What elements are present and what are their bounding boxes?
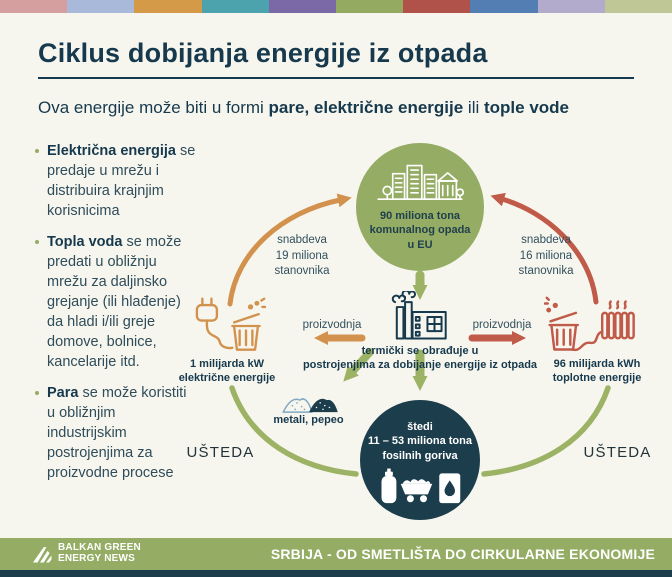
footer-bar	[0, 538, 672, 570]
list-item-electricity: Električna energija se predaje u mrežu i…	[35, 141, 197, 221]
title-underline	[38, 77, 634, 79]
footer-tagline: SRBIJA - OD SMETLIŠTA DO CIRKULARNE EKON…	[270, 546, 655, 562]
top-stripe-bar	[0, 0, 672, 13]
logo-text: BALKAN GREEN ENERGY NEWS	[58, 542, 141, 565]
waste-amount: 90 miliona tona	[379, 210, 461, 222]
heat-type: toplotne energije	[552, 372, 642, 385]
supply-right-line1: snabdeva	[521, 234, 571, 246]
trashcan-radiator-icon	[544, 296, 635, 352]
supply-left-line1: snabdeva	[277, 234, 327, 246]
list-item-text: se može predati u obližnju mrežu za dalj…	[47, 234, 182, 370]
heat-caption: 96 milijarda kWh toplotne energije	[528, 357, 666, 386]
bullet-dot	[35, 149, 39, 153]
list-item-term: Para	[47, 385, 79, 401]
metals-caption: metali, pepeo	[273, 414, 344, 426]
subtitle-bold-hot-water: tople vode	[483, 98, 569, 117]
supply-right-line3: stanovnika	[518, 265, 574, 278]
waste-plant-icon	[391, 291, 447, 340]
savings-right-label: UŠTEDA	[583, 444, 652, 461]
savings-verb: štedi	[407, 421, 433, 433]
electricity-type: električne energije	[178, 372, 276, 385]
subtitle: Ova energije može biti u formi pare, ele…	[38, 98, 648, 118]
balkan-green-energy-news-logo: BALKAN GREEN ENERGY NEWS	[33, 542, 141, 565]
stripe-segment	[268, 0, 337, 13]
supply-left-line2: 19 miliona	[275, 249, 329, 262]
factory-caption-line1: termički se obrađuje u	[361, 345, 479, 357]
logo-line2: ENERGY NEWS	[58, 552, 136, 564]
factory-caption: termički se obrađuje u postrojenjima za …	[270, 344, 570, 373]
bullet-dot	[35, 391, 39, 395]
fossil-savings-label: štedi 11 – 53 miliona tona fosilnih gori…	[360, 420, 480, 463]
list-item-steam: Para se može koristiti u obližnjim indus…	[35, 383, 197, 483]
supply-left-label: snabdeva 19 miliona stanovnika	[268, 233, 336, 280]
metals-ash-piles-icon	[282, 398, 338, 413]
waste-type: komunalnog opada	[369, 224, 471, 237]
page-title: Ciklus dobijanja energije iz otpada	[38, 38, 488, 68]
bgen-logo-icon	[33, 546, 52, 563]
list-item-term: Električna energija	[47, 143, 176, 159]
savings-left-label: UŠTEDA	[186, 444, 255, 461]
stripe-segment	[336, 0, 404, 13]
factory-caption-line2: postrojenjima za dobijanje energije iz o…	[302, 359, 538, 372]
stripe-segment	[604, 0, 672, 13]
waste-region: u EU	[407, 238, 433, 251]
stripe-segment	[470, 0, 538, 13]
heat-amount: 96 milijarda kWh	[553, 358, 641, 370]
subtitle-mid: ili	[463, 98, 484, 117]
list-item-text: se predaje u mrežu i distribuira krajnji…	[47, 143, 196, 219]
municipal-waste-circle: 90 miliona tona komunalnog opada u EU	[356, 143, 484, 271]
supply-right-label: snabdeva 16 miliona stanovnika	[512, 233, 580, 280]
subtitle-lead: Ova energije može biti u formi	[38, 98, 269, 117]
logo-line1: BALKAN GREEN	[58, 542, 141, 553]
stripe-segment	[0, 0, 68, 13]
arc-savings-right	[481, 385, 611, 477]
municipal-waste-label: 90 miliona tona komunalnog opada u EU	[356, 209, 484, 252]
stripe-segment	[537, 0, 605, 13]
stripe-segment	[134, 0, 202, 13]
footer-bottom-strip	[0, 570, 672, 577]
supply-left-line3: stanovnika	[274, 265, 330, 278]
electricity-caption: 1 milijarda kW električne energije	[158, 357, 296, 386]
list-item-text: se može koristiti u obližnjim industrijs…	[47, 385, 187, 481]
savings-type: fosilnih goriva	[382, 449, 458, 462]
city-buildings-icon	[377, 164, 464, 200]
supply-right-line2: 16 miliona	[519, 249, 573, 262]
electricity-amount: 1 milijarda kW	[190, 358, 264, 370]
stripe-segment	[403, 0, 471, 13]
bullet-dot	[35, 240, 39, 244]
subtitle-bold-steam-electricity: pare, električne energije	[268, 98, 464, 117]
production-left-label: proizvodnja	[302, 319, 362, 331]
fossil-fuels-icon	[381, 468, 461, 504]
fossil-savings-circle: štedi 11 – 53 miliona tona fosilnih gori…	[360, 400, 480, 520]
sidebar-list: Električna energija se predaje u mrežu i…	[35, 141, 197, 494]
stripe-segment	[67, 0, 135, 13]
production-right-label: proizvodnja	[472, 319, 532, 331]
savings-amount: 11 – 53 miliona tona	[368, 435, 472, 448]
stripe-segment	[201, 0, 269, 13]
list-item-term: Topla voda	[47, 234, 123, 250]
list-item-hot-water: Topla voda se može predati u obližnju mr…	[35, 232, 197, 372]
plug-trashcan-icon	[195, 297, 266, 351]
